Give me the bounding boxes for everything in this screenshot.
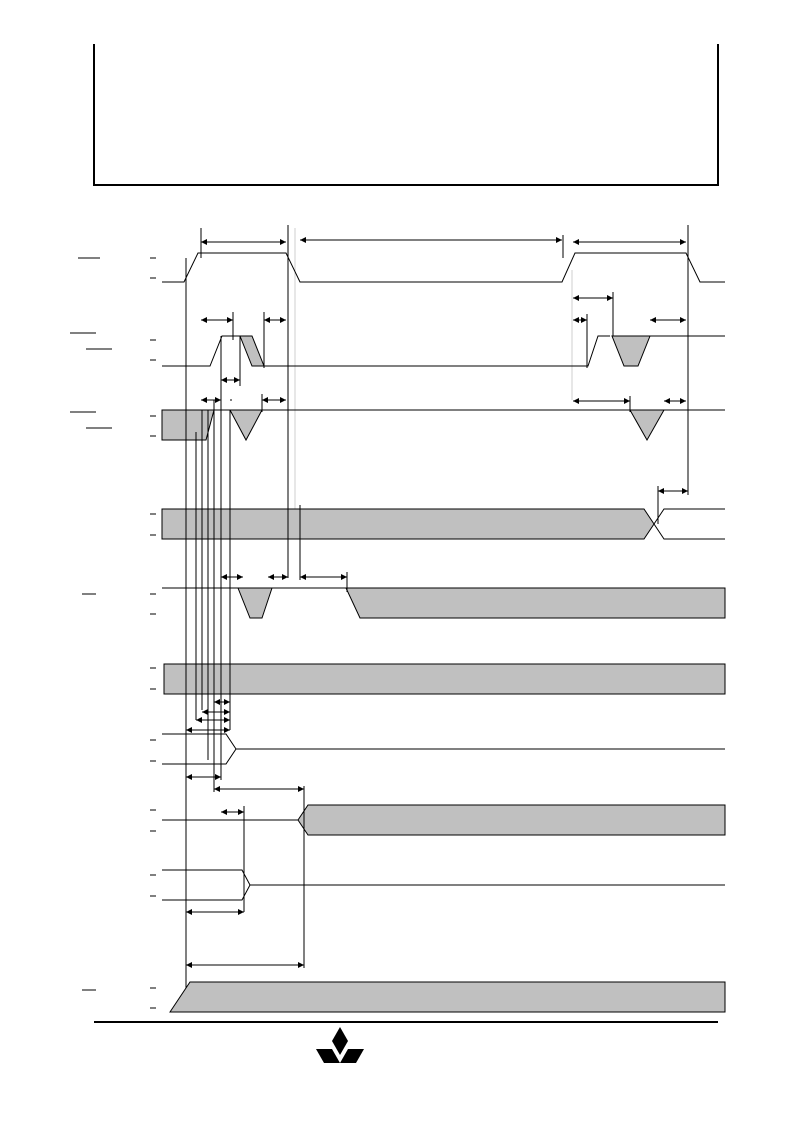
row-1-label-tick <box>78 257 156 279</box>
row-5-timing-arrows <box>221 505 348 592</box>
row-6-7-timing-arrows <box>186 699 230 733</box>
row-7-signal <box>162 733 725 765</box>
row-4-label-tick <box>150 513 156 536</box>
row-5-signal <box>162 587 726 619</box>
row-1-signal <box>162 252 725 283</box>
guide-lines <box>294 228 573 520</box>
row-10-label-tick <box>82 987 156 1009</box>
row-6-label-tick <box>150 667 156 690</box>
row-6-signal <box>163 663 726 695</box>
row-3-label-tick <box>70 411 156 437</box>
row-5-label-tick <box>82 593 156 615</box>
row-3-signal <box>161 409 725 442</box>
row-4-signal <box>161 508 725 540</box>
row-2-signal <box>162 335 725 367</box>
row-8-timing-arrows <box>221 786 305 968</box>
row-9-timing-arrows <box>185 730 304 990</box>
row-1-timing-arrows <box>200 225 689 258</box>
row-4-timing-arrows <box>657 258 689 524</box>
row-9-signal <box>162 869 725 901</box>
row-8-label-tick <box>150 809 156 832</box>
row-10-signal <box>169 981 726 1013</box>
row-2-timing-arrows <box>201 292 686 386</box>
row-8-signal <box>162 804 726 836</box>
header-frame <box>93 44 719 186</box>
row-7-label-tick <box>150 739 156 762</box>
row-3-timing-arrows <box>201 394 686 412</box>
mitsubishi-logo-icon <box>316 1027 364 1063</box>
row-7-timing-arrows <box>186 774 304 792</box>
row-2-label-tick <box>70 332 156 361</box>
row-9-label-tick <box>150 874 156 897</box>
